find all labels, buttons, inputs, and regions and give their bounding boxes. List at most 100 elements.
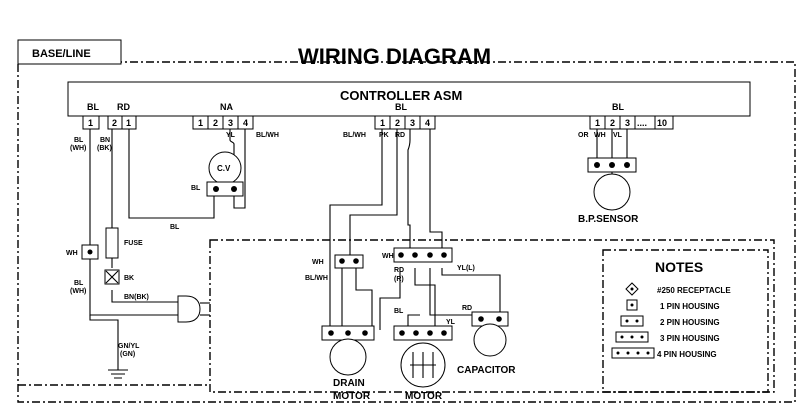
group4-pin-1: 1 <box>380 118 385 128</box>
r-label: (R) <box>394 276 404 283</box>
cv-pin-2 <box>231 186 237 192</box>
bl-cv-label: BL <box>191 185 201 192</box>
wh-sensor-label: WH <box>594 132 606 139</box>
motor-pin-3 <box>427 330 433 336</box>
group5-pin-1: 1 <box>595 118 600 128</box>
wh-motor-label: WH <box>382 253 394 260</box>
motor-housing-pin-2 <box>412 252 418 258</box>
wire-motor-2 <box>414 268 436 330</box>
wire-ctrl-rd <box>407 129 411 255</box>
drain-motor-pin-2 <box>345 330 351 336</box>
capacitor-pin-2 <box>496 316 502 322</box>
wh-fuse-label: WH <box>66 250 78 257</box>
group3-pin-4: 4 <box>243 118 248 128</box>
cv-label: C.V <box>217 164 231 173</box>
gn-yl-label: GN/YL <box>118 343 140 350</box>
group3-pin-3: 3 <box>228 118 233 128</box>
bn-bk-label: BN <box>100 137 110 144</box>
motor-windings <box>410 352 436 378</box>
or-label: OR <box>578 132 589 139</box>
wire-motor-bl <box>407 314 420 330</box>
capacitor-body <box>473 323 507 357</box>
notes-title: NOTES <box>655 259 703 275</box>
group5-pin-10: 10 <box>657 118 667 128</box>
notes-receptacle-icon <box>625 282 639 296</box>
notes-item-receptacle: #250 RECEPTACLE <box>657 286 731 295</box>
drain-motor-pin-3 <box>362 330 368 336</box>
wire-rd-to-cv <box>128 129 215 219</box>
bk-label: BK <box>124 275 134 282</box>
bl-wh-drain-label: BL/WH <box>305 275 328 282</box>
motor-housing-pin-4 <box>441 252 447 258</box>
wire-na-blwh <box>233 129 246 209</box>
bl-motor-label: BL <box>394 308 404 315</box>
group4-pin-4: 4 <box>425 118 430 128</box>
page-title: WIRING DIAGRAM <box>298 44 491 69</box>
motor-housing <box>393 247 453 263</box>
motor-pin-2 <box>413 330 419 336</box>
group1-pin-1-box <box>82 115 100 130</box>
sensor-pin-2 <box>609 162 615 168</box>
group4-color: BL <box>395 102 407 112</box>
bl-wh-cv-label: BL/WH <box>256 132 279 139</box>
group5-color: BL <box>612 102 624 112</box>
base-line-box <box>17 39 122 65</box>
sensor-pin-1 <box>594 162 600 168</box>
cv-housing <box>206 181 244 197</box>
bl-wh-left-label-2: (WH) <box>70 145 86 152</box>
outer-frame <box>17 61 796 403</box>
bl-wh-plug-label-2: (WH) <box>70 288 86 295</box>
sensor-pin-3 <box>624 162 630 168</box>
wire-motor-3 <box>429 268 486 316</box>
notes-item-2pin: 2 PIN HOUSING <box>660 318 720 327</box>
notes-4pin-icon <box>611 347 655 359</box>
wire-ground <box>89 315 119 370</box>
drain-housing-pin-2 <box>353 258 359 264</box>
group1-color: BL <box>87 102 99 112</box>
rd-r-label: RD <box>394 267 404 274</box>
group2-color: RD <box>117 102 130 112</box>
group2-pin-2: 2 <box>112 118 117 128</box>
vl-label: VL <box>613 132 623 139</box>
capacitor-pin-1 <box>478 316 484 322</box>
wire-bl-left <box>89 129 180 316</box>
notes-2pin-icon <box>620 315 644 327</box>
fuse-label: FUSE <box>124 240 143 247</box>
controller-box <box>67 81 751 117</box>
wh-housing-pin <box>87 249 93 255</box>
inner-frame <box>209 239 775 393</box>
group2-pin-1: 1 <box>126 118 131 128</box>
notes-item-3pin: 3 PIN HOUSING <box>660 334 720 343</box>
wh-drain-label: WH <box>312 259 324 266</box>
group5-pin-10-box <box>654 115 674 130</box>
wire-motor-1 <box>379 268 401 330</box>
yl-cap-label: YL <box>446 319 456 326</box>
sensor-body <box>593 173 631 211</box>
bl-wh-mid-label: BL/WH <box>343 132 366 139</box>
gn-label: (GN) <box>120 351 135 358</box>
drain-motor-label-1: DRAIN <box>333 378 365 389</box>
wire-bn-left <box>111 129 178 303</box>
bl-wh-left-label: BL <box>74 137 84 144</box>
drain-housing-pin-1 <box>339 258 345 264</box>
motor-top-housing <box>393 325 453 341</box>
bn-bk-plug-label: BN(BK) <box>124 294 149 301</box>
yl-l-label: YL(L) <box>457 265 475 272</box>
drain-motor-body <box>329 338 367 376</box>
motor-housing-pin-1 <box>398 252 404 258</box>
base-line-label: BASE/LINE <box>32 48 91 60</box>
group1-pin-1: 1 <box>88 118 93 128</box>
bp-sensor-label: B.P.SENSOR <box>578 214 639 225</box>
group4-pin-2: 2 <box>395 118 400 128</box>
group5-pin-2: 2 <box>610 118 615 128</box>
motor-pin-4 <box>441 330 447 336</box>
group5-pin-3: 3 <box>625 118 630 128</box>
wire-motor-yl <box>441 268 501 312</box>
motor-pin-1 <box>399 330 405 336</box>
drain-motor-label-2: MOTOR <box>333 391 371 402</box>
wire-drain-2 <box>355 268 373 330</box>
bl-wire-label: BL <box>170 224 180 231</box>
ground-symbol <box>108 369 128 379</box>
pk-label: PK <box>379 132 389 139</box>
